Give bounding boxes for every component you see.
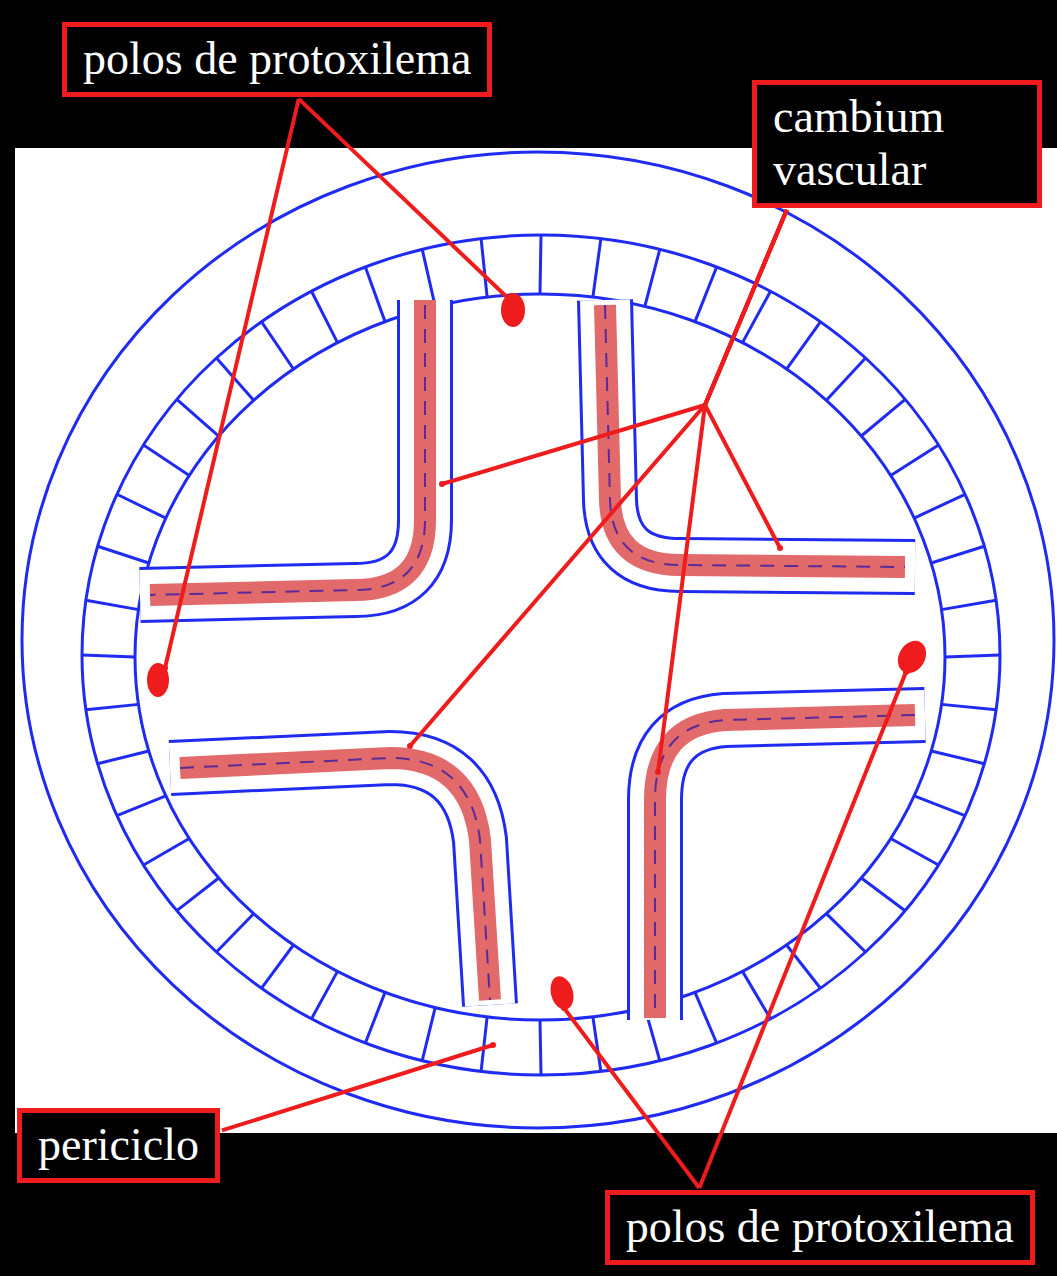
cell-wall — [861, 878, 905, 911]
cell-wall — [86, 600, 139, 609]
protoxylem-pole — [147, 663, 169, 697]
leader-line — [658, 210, 787, 772]
leader-end — [561, 1005, 567, 1011]
cell-wall — [942, 600, 997, 609]
cell-wall — [98, 546, 149, 563]
leader-end — [507, 297, 513, 303]
protoxylem-pole — [501, 293, 525, 327]
leader-line — [222, 1045, 493, 1130]
cambium-bands — [140, 300, 925, 1020]
cell-wall — [177, 878, 219, 911]
cell-wall — [262, 322, 294, 369]
cambium-band — [605, 305, 905, 567]
cell-wall — [942, 704, 997, 709]
cell-wall — [695, 992, 717, 1043]
leader-end — [903, 669, 909, 675]
pericycle-cells — [82, 235, 1000, 1075]
cell-wall — [945, 655, 1000, 657]
cambium-line — [180, 758, 490, 1000]
cell-wall — [143, 839, 189, 866]
leader-line — [699, 672, 906, 1188]
cell-wall — [82, 655, 135, 657]
cell-wall — [312, 971, 338, 1018]
cambium-band — [180, 758, 490, 1000]
callout-label: polos de protoxilema — [626, 1201, 1014, 1254]
cell-wall — [914, 796, 965, 816]
epidermis-outline — [22, 152, 1054, 1128]
protoxylem-pole — [547, 974, 577, 1013]
pericycle-inner — [135, 294, 945, 1020]
leader-end — [162, 665, 168, 671]
cell-wall — [931, 751, 984, 764]
leader-end — [655, 769, 661, 775]
leader-end — [490, 1042, 496, 1048]
phloem-fill — [140, 300, 425, 595]
phloem-outline — [140, 300, 425, 595]
phloem-outline — [655, 715, 925, 1020]
phloem-fill — [655, 715, 925, 1020]
callout-box: polos de protoxilema — [62, 22, 492, 97]
phloem-outline — [605, 300, 915, 567]
cell-wall — [645, 249, 660, 306]
cell-wall — [787, 945, 821, 988]
cell-wall — [787, 322, 821, 369]
endodermis-outer — [82, 235, 1000, 1075]
cell-wall — [743, 971, 771, 1018]
cell-wall — [826, 914, 865, 952]
cell-wall — [365, 992, 385, 1043]
callout-label: cambium vascular — [773, 91, 1021, 197]
callout-label: polos de protoxilema — [83, 33, 471, 86]
phloem-outline — [170, 758, 490, 1005]
cambium-line — [605, 305, 905, 567]
callout-label: periciclo — [38, 1119, 199, 1172]
cell-wall — [117, 796, 166, 816]
leader-line — [442, 210, 787, 484]
cell-wall — [262, 945, 294, 988]
leader-end — [777, 545, 783, 551]
cell-wall — [931, 546, 984, 563]
leader-line — [299, 99, 510, 300]
cell-wall — [177, 399, 219, 436]
callout-box: polos de protoxilema — [605, 1190, 1035, 1265]
phloem-fill — [170, 758, 490, 1005]
cell-wall — [422, 249, 435, 306]
cell-wall — [422, 1008, 435, 1061]
cell-wall — [540, 235, 541, 294]
cell-wall — [593, 239, 601, 298]
cell-wall — [695, 267, 717, 322]
phloem-fill — [605, 300, 915, 567]
cell-wall — [481, 239, 487, 298]
protoxylem-pole — [892, 636, 932, 678]
cell-wall — [826, 358, 865, 400]
leader-end — [407, 743, 413, 749]
leader-line — [410, 210, 787, 746]
leader-line — [165, 99, 299, 668]
cell-wall — [365, 267, 385, 322]
cell-wall — [117, 494, 166, 518]
cell-wall — [891, 445, 939, 476]
cell-wall — [593, 1017, 601, 1072]
cell-wall — [312, 291, 338, 342]
cell-wall — [216, 914, 253, 952]
cell-wall — [481, 1017, 487, 1072]
leader-line — [564, 1008, 699, 1188]
cell-wall — [98, 751, 149, 764]
cell-wall — [861, 399, 905, 436]
cell-wall — [86, 704, 139, 709]
callout-box: cambium vascular — [752, 80, 1042, 208]
cell-wall — [891, 839, 939, 866]
callout-box: periciclo — [17, 1108, 220, 1183]
cell-wall — [914, 494, 965, 518]
cell-wall — [143, 445, 189, 476]
cell-wall — [540, 1020, 541, 1075]
cell-wall — [743, 291, 771, 342]
leader-end — [439, 481, 445, 487]
